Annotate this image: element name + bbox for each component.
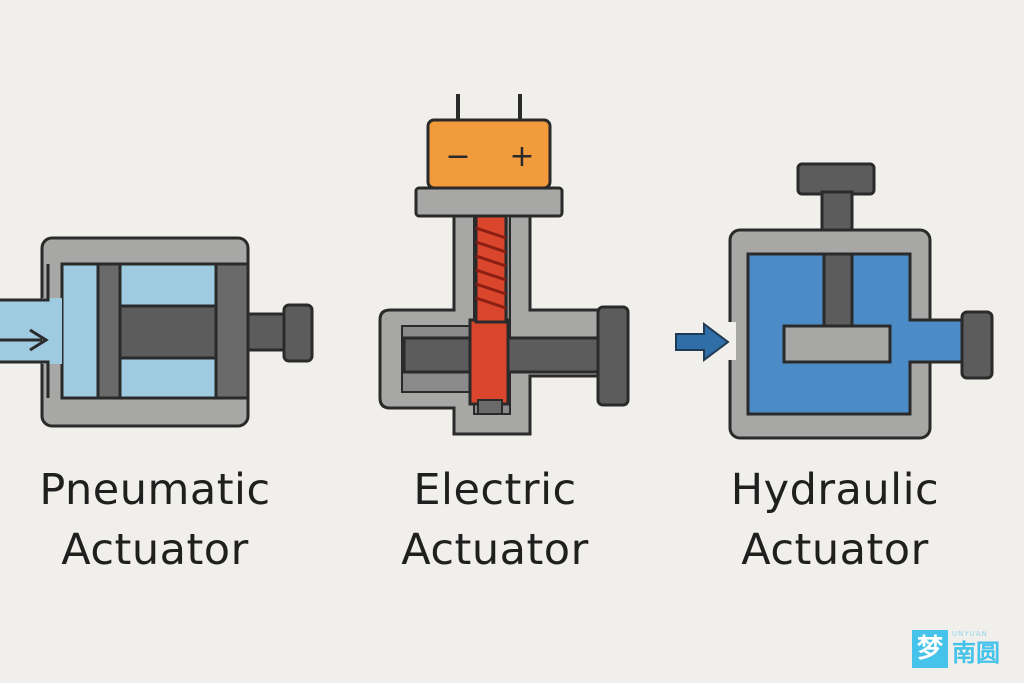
pneumatic-label-line2: Actuator	[61, 525, 249, 575]
fluid-flow-arrow-icon	[675, 322, 730, 362]
hydraulic-rod-cap	[960, 310, 994, 380]
hydraulic-stem	[822, 252, 854, 328]
pneumatic-rod-cap	[282, 303, 314, 363]
battery-plus-sign: +	[509, 139, 534, 174]
pneumatic-rod	[246, 312, 290, 352]
hydraulic-handle	[796, 162, 876, 196]
electric-label: Electric Actuator	[360, 460, 630, 580]
electric-actuator: − +	[378, 94, 630, 436]
electric-label-line1: Electric	[413, 465, 577, 515]
watermark-small-text: UNYUAN	[952, 630, 988, 638]
hydraulic-label-line2: Actuator	[741, 525, 929, 575]
electric-rod-cap	[596, 305, 630, 407]
pneumatic-label: Pneumatic Actuator	[20, 460, 290, 580]
battery-minus-sign: −	[445, 139, 470, 174]
pneumatic-piston	[96, 262, 122, 400]
air-flow-arrow-icon	[0, 328, 49, 352]
hydraulic-label: Hydraulic Actuator	[695, 460, 975, 580]
pneumatic-label-line1: Pneumatic	[39, 465, 271, 515]
electric-mount-plate	[414, 186, 564, 218]
watermark-text: 南圆	[952, 639, 1000, 667]
watermark-logo: 梦 UNYUAN 南圆	[912, 630, 1012, 670]
pneumatic-actuator	[0, 236, 314, 428]
hydraulic-actuator	[675, 162, 994, 440]
watermark-icon: 梦	[912, 630, 948, 668]
screw-thread	[475, 226, 507, 310]
pneumatic-piston-core	[118, 304, 218, 360]
lead-screw-nut	[468, 318, 510, 406]
hydraulic-piston	[782, 324, 892, 364]
hydraulic-label-line1: Hydraulic	[730, 465, 940, 515]
electric-label-line2: Actuator	[401, 525, 589, 575]
